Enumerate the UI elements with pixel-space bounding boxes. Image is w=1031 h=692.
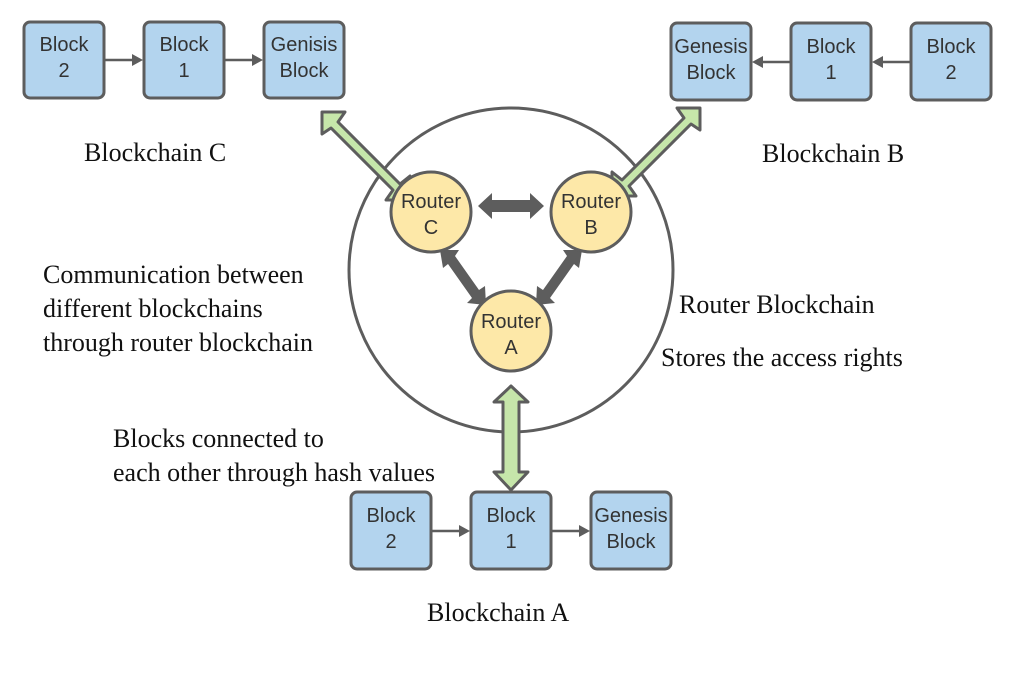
svg-text:1: 1	[825, 62, 836, 84]
block-b-1: Block 1	[789, 21, 873, 102]
svg-text:Block: Block	[487, 505, 537, 527]
svg-text:Block: Block	[280, 60, 330, 82]
blockchain-c: Block 2 Block 1 Genisis Block	[22, 20, 346, 100]
router-link-c-a	[440, 250, 486, 305]
hash-arrow-a-1	[432, 525, 470, 537]
router-c: Router C	[389, 170, 473, 254]
blockchain-a: Block 2 Block 1 Genesis Block	[349, 490, 673, 571]
svg-text:2: 2	[945, 62, 956, 84]
access-rights-label: Stores the access rights	[661, 343, 903, 372]
router-b-line1: Router	[561, 191, 621, 213]
block-c-1: Block 1	[142, 20, 226, 100]
link-arrow-b	[610, 106, 702, 198]
router-c-line1: Router	[401, 191, 461, 213]
blockchain-b: Genesis Block Block 1 Block 2	[669, 21, 993, 102]
svg-text:Block: Block	[927, 36, 977, 58]
block-a-genesis: Genesis Block	[589, 490, 673, 571]
hash-link-line-1: Blocks connected to	[113, 424, 324, 453]
router-c-line2: C	[424, 217, 438, 239]
blockchain-b-label: Blockchain B	[762, 139, 905, 168]
blockchain-c-label: Blockchain C	[84, 138, 227, 167]
hash-arrow-a-2	[552, 525, 590, 537]
communication-line-2: different blockchains	[43, 294, 263, 323]
router-blockchain-label: Router Blockchain	[679, 290, 875, 319]
hash-arrow-b-1	[752, 56, 790, 68]
svg-text:Genesis: Genesis	[594, 505, 667, 527]
svg-text:Block: Block	[367, 505, 417, 527]
svg-text:Block: Block	[807, 36, 857, 58]
block-a-2: Block 2	[349, 490, 433, 571]
router-a-line1: Router	[481, 311, 541, 333]
block-b-genesis: Genesis Block	[669, 21, 753, 102]
block-c-genesis: Genisis Block	[262, 20, 346, 100]
router-link-b-a	[536, 250, 582, 305]
router-blockchain-circle	[347, 106, 675, 434]
svg-text:Genesis: Genesis	[674, 36, 747, 58]
svg-text:2: 2	[58, 60, 69, 82]
hash-link-line-2: each other through hash values	[113, 458, 436, 487]
hash-arrow-b-2	[872, 56, 910, 68]
router-b: Router B	[549, 170, 633, 254]
router-a-line2: A	[504, 337, 518, 359]
block-c-0: Block 2	[22, 20, 106, 100]
router-b-line2: B	[584, 217, 597, 239]
communication-note: Communication between different blockcha…	[43, 258, 313, 360]
svg-text:1: 1	[178, 60, 189, 82]
svg-text:Block: Block	[160, 34, 210, 56]
svg-text:1: 1	[505, 531, 516, 553]
link-arrow-a	[492, 384, 530, 492]
svg-text:Genisis: Genisis	[271, 34, 338, 56]
svg-text:Block: Block	[687, 62, 737, 84]
hash-arrow-c-2	[225, 54, 263, 66]
svg-text:Block: Block	[607, 531, 657, 553]
hash-arrow-c-1	[105, 54, 143, 66]
block-a-1: Block 1	[469, 490, 553, 571]
communication-line-1: Communication between	[43, 260, 304, 289]
blockchain-a-label: Blockchain A	[427, 598, 570, 627]
hash-link-note: Blocks connected to each other through h…	[113, 422, 435, 490]
svg-text:Block: Block	[40, 34, 90, 56]
block-b-2: Block 2	[909, 21, 993, 102]
communication-line-3: through router blockchain	[43, 328, 314, 357]
router-link-c-b	[478, 193, 544, 219]
svg-text:2: 2	[385, 531, 396, 553]
router-a: Router A	[469, 289, 553, 373]
